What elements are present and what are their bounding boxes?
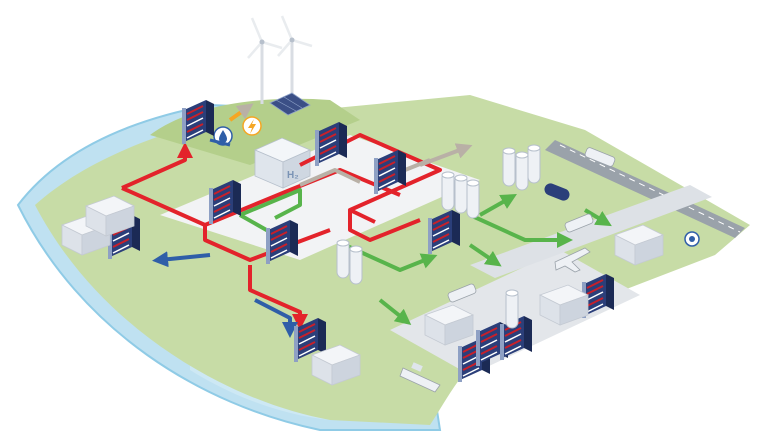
hydrogen-station-icon bbox=[684, 231, 700, 247]
wind-turbine-icon bbox=[276, 14, 314, 104]
storage-tank-icon bbox=[336, 239, 350, 279]
truck-icon bbox=[584, 147, 616, 167]
green-pipes bbox=[239, 188, 612, 325]
energy-arrow bbox=[228, 103, 254, 122]
storage-tank-icon bbox=[502, 147, 516, 187]
land-area bbox=[35, 95, 750, 425]
ship-icon bbox=[399, 362, 441, 393]
highway bbox=[545, 140, 745, 238]
road-right bbox=[470, 185, 712, 278]
solar-panel-icon bbox=[269, 92, 311, 116]
storage-tank-icon bbox=[505, 289, 519, 329]
bus-icon bbox=[564, 213, 594, 233]
water-arrow bbox=[209, 138, 231, 147]
storage-tank-icon bbox=[527, 144, 541, 184]
cold-pipes bbox=[152, 251, 298, 338]
electrolyser-building: H₂ bbox=[254, 137, 311, 189]
storage-tank-icon bbox=[441, 171, 455, 211]
storage-tank-icon bbox=[349, 245, 363, 285]
lightning-icon bbox=[242, 116, 262, 136]
storage-tank-icon bbox=[515, 151, 529, 191]
storage-tank-icon bbox=[454, 174, 468, 214]
hydrogen-cylinder bbox=[544, 183, 570, 201]
highway-line bbox=[559, 144, 741, 233]
bus-icon bbox=[447, 283, 477, 303]
wind-turbine-icon bbox=[246, 16, 284, 106]
airplane-icon bbox=[554, 247, 591, 273]
h2-label: H₂ bbox=[287, 170, 299, 181]
storage-tank-icon bbox=[466, 179, 480, 219]
